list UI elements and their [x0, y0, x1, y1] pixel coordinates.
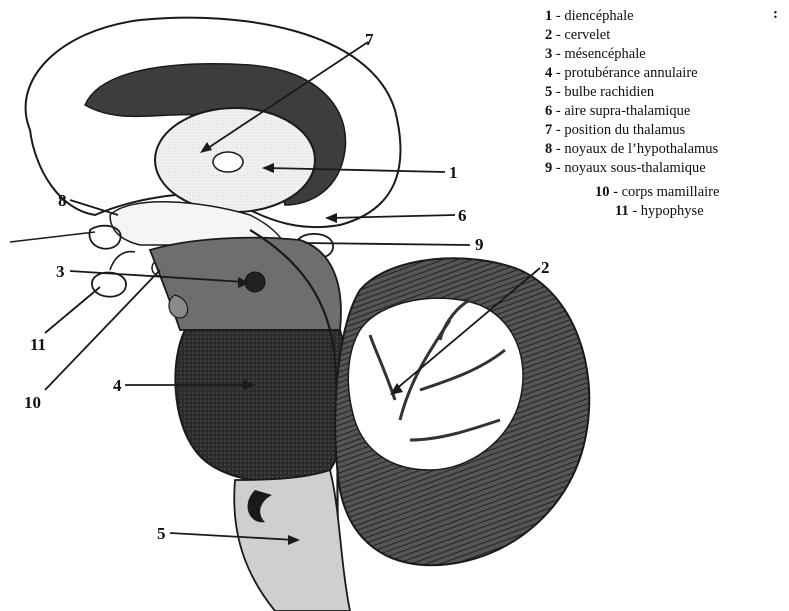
legend-item-5: 5 - bulbe rachidien — [545, 84, 654, 101]
legend-item-label: position du thalamus — [564, 122, 685, 138]
legend-item-separator: - — [552, 8, 564, 24]
legend-item-9: 9 - noyaux sous-thalamique — [545, 160, 706, 177]
pituitary — [92, 273, 126, 297]
pons — [175, 330, 347, 482]
legend-item-number: 10 — [595, 184, 610, 200]
callout-11: 11 — [30, 335, 46, 354]
legend-item-separator: - — [552, 84, 564, 100]
optic-loop — [89, 226, 120, 249]
legend-item-label: aire supra-thalamique — [564, 103, 690, 119]
legend-item-10: 10 - corps mamillaire — [595, 184, 719, 201]
legend-item-separator: - — [552, 103, 564, 119]
legend-item-label: bulbe rachidien — [564, 84, 654, 100]
legend-item-separator: - — [552, 46, 564, 62]
legend-item-label: noyaux sous-thalamique — [564, 160, 705, 176]
callout-4: 4 — [113, 376, 122, 395]
legend-item-1: 1 - diencéphale — [545, 8, 634, 25]
legend-item-8: 8 - noyaux de l’hypothalamus — [545, 141, 718, 158]
callout-2: 2 — [541, 258, 550, 277]
legend-item-number: 11 — [615, 203, 629, 219]
legend-item-7: 7 - position du thalamus — [545, 122, 685, 139]
legend-item-separator: - — [552, 122, 564, 138]
legend-item-label: mésencéphale — [564, 46, 645, 62]
legend-item-3: 3 - mésencéphale — [545, 46, 646, 63]
callout-7: 7 — [365, 30, 374, 49]
corner-mark: : — [773, 6, 778, 23]
callout-1: 1 — [449, 163, 458, 182]
legend-item-label: cervelet — [564, 27, 610, 43]
legend-item-separator: - — [629, 203, 641, 219]
legend-item-separator: - — [552, 141, 564, 157]
legend-item-separator: - — [610, 184, 622, 200]
callout-5: 5 — [157, 524, 166, 543]
callout-8: 8 — [58, 191, 67, 210]
legend-item-6: 6 - aire supra-thalamique — [545, 103, 690, 120]
legend-item-label: protubérance annulaire — [564, 65, 697, 81]
legend-item-separator: - — [552, 27, 564, 43]
legend-item-label: noyaux de l’hypothalamus — [564, 141, 718, 157]
pituitary-stalk — [110, 252, 135, 270]
legend-item-label: diencéphale — [564, 8, 633, 24]
horizontal-lead — [10, 232, 95, 242]
legend-item-label: hypophyse — [641, 203, 704, 219]
legend-item-2: 2 - cervelet — [545, 27, 610, 44]
callout-3: 3 — [56, 262, 65, 281]
legend-item-11: 11 - hypophyse — [615, 203, 704, 220]
callout-9: 9 — [475, 235, 484, 254]
legend-item-4: 4 - protubérance annulaire — [545, 65, 698, 82]
legend-item-separator: - — [552, 160, 564, 176]
legend-item-separator: - — [552, 65, 564, 81]
callout-10: 10 — [24, 393, 41, 412]
thalamus-center — [213, 152, 243, 172]
legend-item-label: corps mamillaire — [622, 184, 720, 200]
callout-6: 6 — [458, 206, 467, 225]
